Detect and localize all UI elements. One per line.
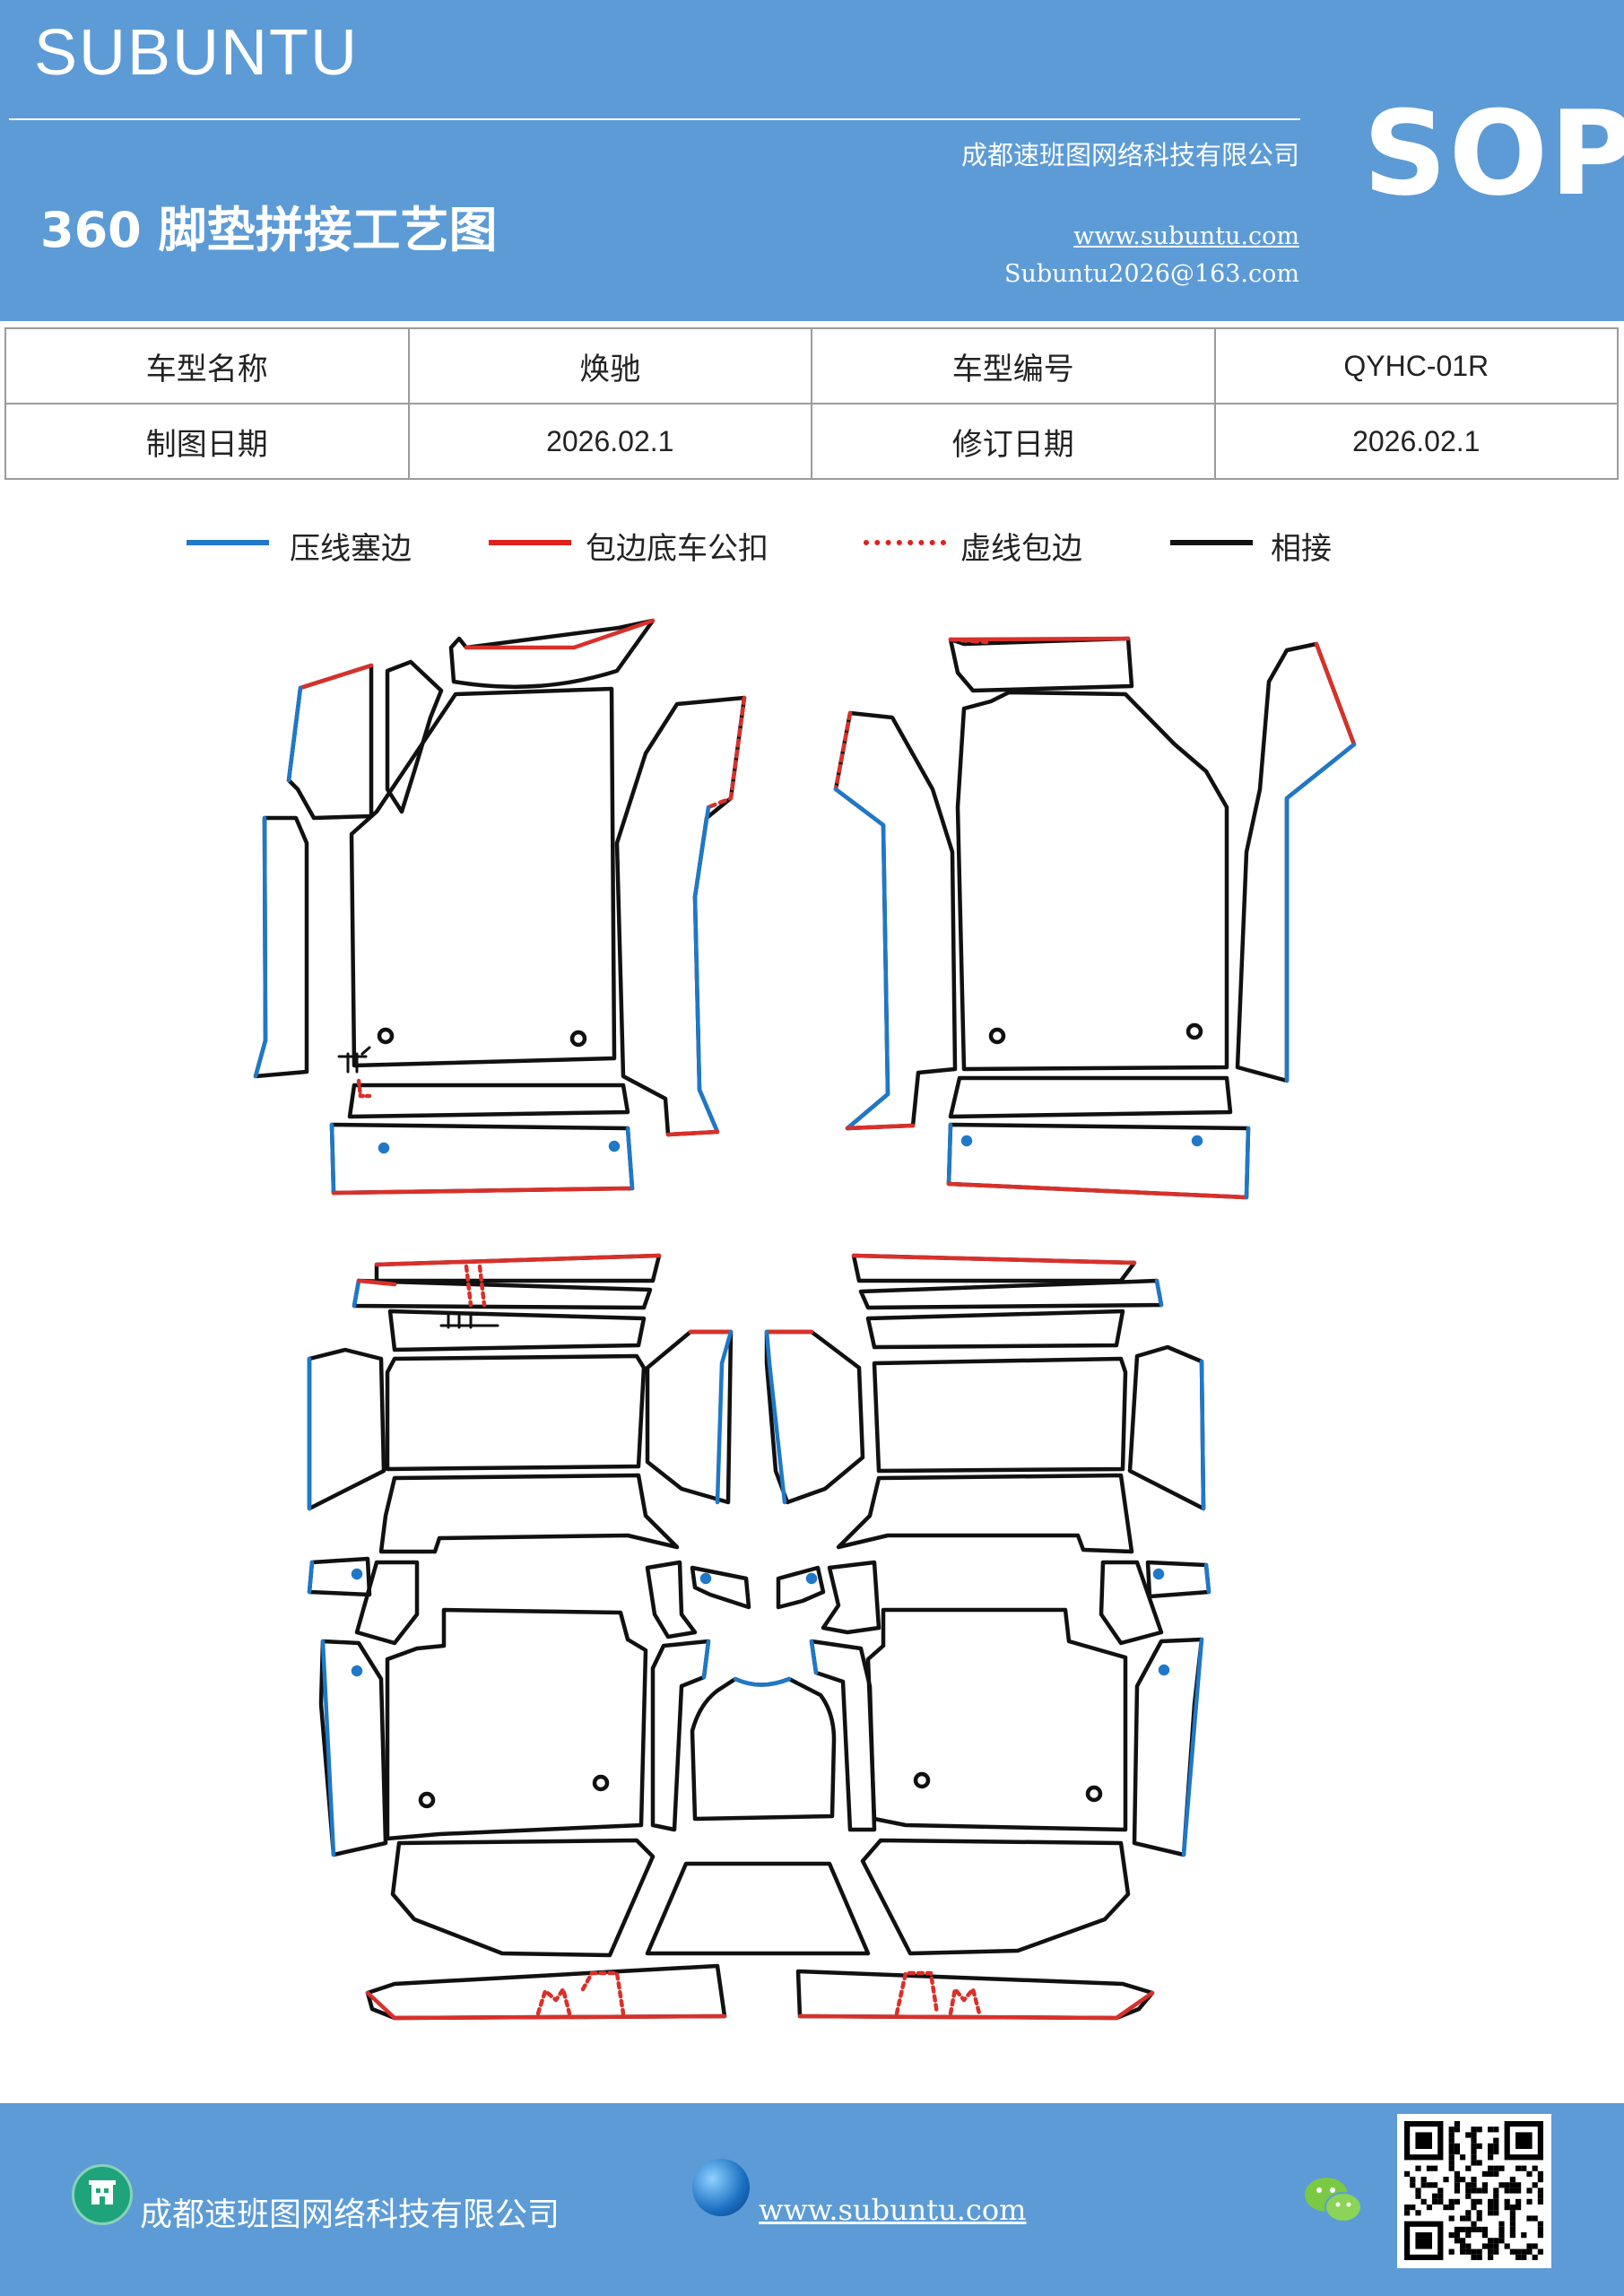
mat-piece-rl-outer-bottom	[318, 1639, 388, 1857]
footer-company-name: 成都速班图网络科技有限公司	[140, 2196, 560, 2233]
clip-dot	[960, 1135, 973, 1147]
mat-piece-fl-main	[349, 686, 617, 1068]
legend-swatch	[864, 540, 946, 545]
model-code-value: QYHC-01R	[1213, 327, 1619, 404]
mat-piece-rr-inner-top	[764, 1329, 865, 1505]
clip-dot	[1152, 1568, 1165, 1580]
clip-dot	[1158, 1664, 1170, 1676]
clip-hole	[988, 1027, 1006, 1045]
mat-piece-rr-outer-top	[1127, 1344, 1206, 1511]
website-link[interactable]: www.subuntu.com	[1073, 222, 1299, 250]
qr-code	[1397, 2114, 1551, 2268]
mat-piece-fl-right-strip	[614, 695, 747, 1137]
globe-icon	[692, 2159, 750, 2216]
building-icon	[72, 2164, 133, 2225]
header-divider	[9, 118, 1300, 120]
mat-piece-rl-seat	[385, 1607, 648, 1841]
footer-banner: 成都速班图网络科技有限公司 www.subuntu.com	[0, 2103, 1624, 2296]
sop-badge: SOP	[1363, 85, 1624, 222]
header-banner: SUBUNTU 成都速班图网络科技有限公司 360 脚垫拼接工艺图 www.su…	[0, 0, 1624, 321]
clip-dot	[351, 1568, 363, 1580]
mat-piece-rear-strip-left-3	[387, 1309, 647, 1352]
mat-piece-fl-lower-bar	[347, 1083, 630, 1119]
floor-mat-diagram	[253, 618, 1357, 2021]
mat-piece-center-tunnel	[690, 1676, 837, 1822]
table-row: 制图日期 2026.02.1 修订日期 2026.02.1	[4, 403, 1619, 480]
clip-hole	[418, 1791, 436, 1809]
mat-piece-fr-main	[955, 690, 1229, 1072]
legend-label: 虚线包边	[960, 531, 1082, 567]
mat-piece-rr-lower	[860, 1838, 1131, 1956]
model-name-label: 车型名称	[4, 327, 410, 404]
model-name-value: 焕驰	[407, 327, 812, 404]
mat-piece-center-left-small	[645, 1560, 698, 1639]
clip-dot	[1191, 1135, 1203, 1147]
vehicle-info-table: 车型名称 焕驰 车型编号 QYHC-01R 制图日期 2026.02.1 修订日…	[4, 327, 1619, 480]
mat-piece-rear-strip-right-2	[858, 1278, 1164, 1310]
mat-piece-center-lower	[645, 1861, 871, 1956]
join-mark	[439, 1312, 499, 1329]
join-mark	[337, 1046, 371, 1074]
model-code-label: 车型编号	[811, 327, 1216, 404]
mat-piece-rear-strip-right-3	[865, 1309, 1125, 1350]
wechat-icon[interactable]	[1302, 2173, 1365, 2227]
mat-piece-fl-footrest	[329, 1122, 635, 1196]
clip-hole	[592, 1774, 610, 1792]
clip-hole	[569, 1030, 587, 1048]
mat-piece-rr-small-1	[1145, 1560, 1211, 1599]
footer-website-link[interactable]: www.subuntu.com	[759, 2193, 1027, 2227]
clip-dot	[608, 1140, 621, 1152]
clip-hole	[377, 1027, 395, 1045]
mat-piece-center-right-tab	[776, 1565, 826, 1610]
mat-piece-rl-small-2	[354, 1560, 420, 1646]
clip-hole	[1185, 1022, 1203, 1040]
mat-piece-center-left-column	[650, 1639, 711, 1832]
clip-hole	[913, 1771, 931, 1789]
legend-swatch	[489, 540, 571, 545]
mat-piece-center-right-column	[809, 1639, 877, 1832]
legend-swatch	[1170, 540, 1253, 545]
mat-piece-center-right-small	[821, 1560, 881, 1635]
mat-piece-rl-lower	[390, 1838, 656, 1958]
table-row: 车型名称 焕驰 车型编号 QYHC-01R	[4, 327, 1619, 404]
mat-piece-rr-mid	[836, 1473, 1134, 1554]
email-address: Subuntu2026@163.com	[1004, 260, 1299, 288]
clip-dot	[378, 1142, 390, 1154]
clip-dot	[351, 1665, 363, 1677]
legend-swatch	[187, 540, 269, 545]
mat-piece-rl-seat-top	[385, 1353, 647, 1472]
brand-logo-text: SUBUNTU	[34, 17, 360, 89]
mat-piece-rl-outer-top	[307, 1347, 386, 1511]
draw-date-label: 制图日期	[4, 403, 410, 480]
mat-piece-fr-left-strip	[833, 710, 958, 1131]
revision-date-value: 2026.02.1	[1213, 403, 1619, 480]
legend-label: 包边底车公扣	[586, 531, 769, 567]
mat-piece-rr-seat-top	[872, 1356, 1128, 1474]
mat-piece-fr-right-strip	[1235, 641, 1357, 1083]
mat-piece-rr-seat	[865, 1607, 1128, 1832]
mat-piece-fl-side-inner	[385, 659, 444, 814]
mat-piece-rear-strip-left-2	[352, 1278, 653, 1310]
mat-piece-rl-mid	[378, 1473, 680, 1554]
revision-date-label: 修订日期	[811, 403, 1216, 480]
page-title: 360 脚垫拼接工艺图	[40, 202, 498, 258]
clip-dot	[805, 1572, 818, 1585]
company-name: 成都速班图网络科技有限公司	[960, 140, 1299, 170]
line-legend: 压线塞边 包边底车公扣 虚线包边 相接	[0, 520, 1624, 574]
mat-piece-fr-lower-bar	[948, 1075, 1233, 1119]
mat-piece-fr-top	[948, 636, 1134, 693]
mat-piece-center-left-tab	[690, 1565, 751, 1610]
draw-date-value: 2026.02.1	[407, 403, 812, 480]
legend-label: 相接	[1271, 531, 1332, 567]
clip-hole	[1085, 1785, 1103, 1803]
legend-label: 压线塞边	[290, 531, 412, 567]
clip-dot	[699, 1572, 712, 1585]
mat-piece-rr-small-2	[1099, 1560, 1164, 1646]
